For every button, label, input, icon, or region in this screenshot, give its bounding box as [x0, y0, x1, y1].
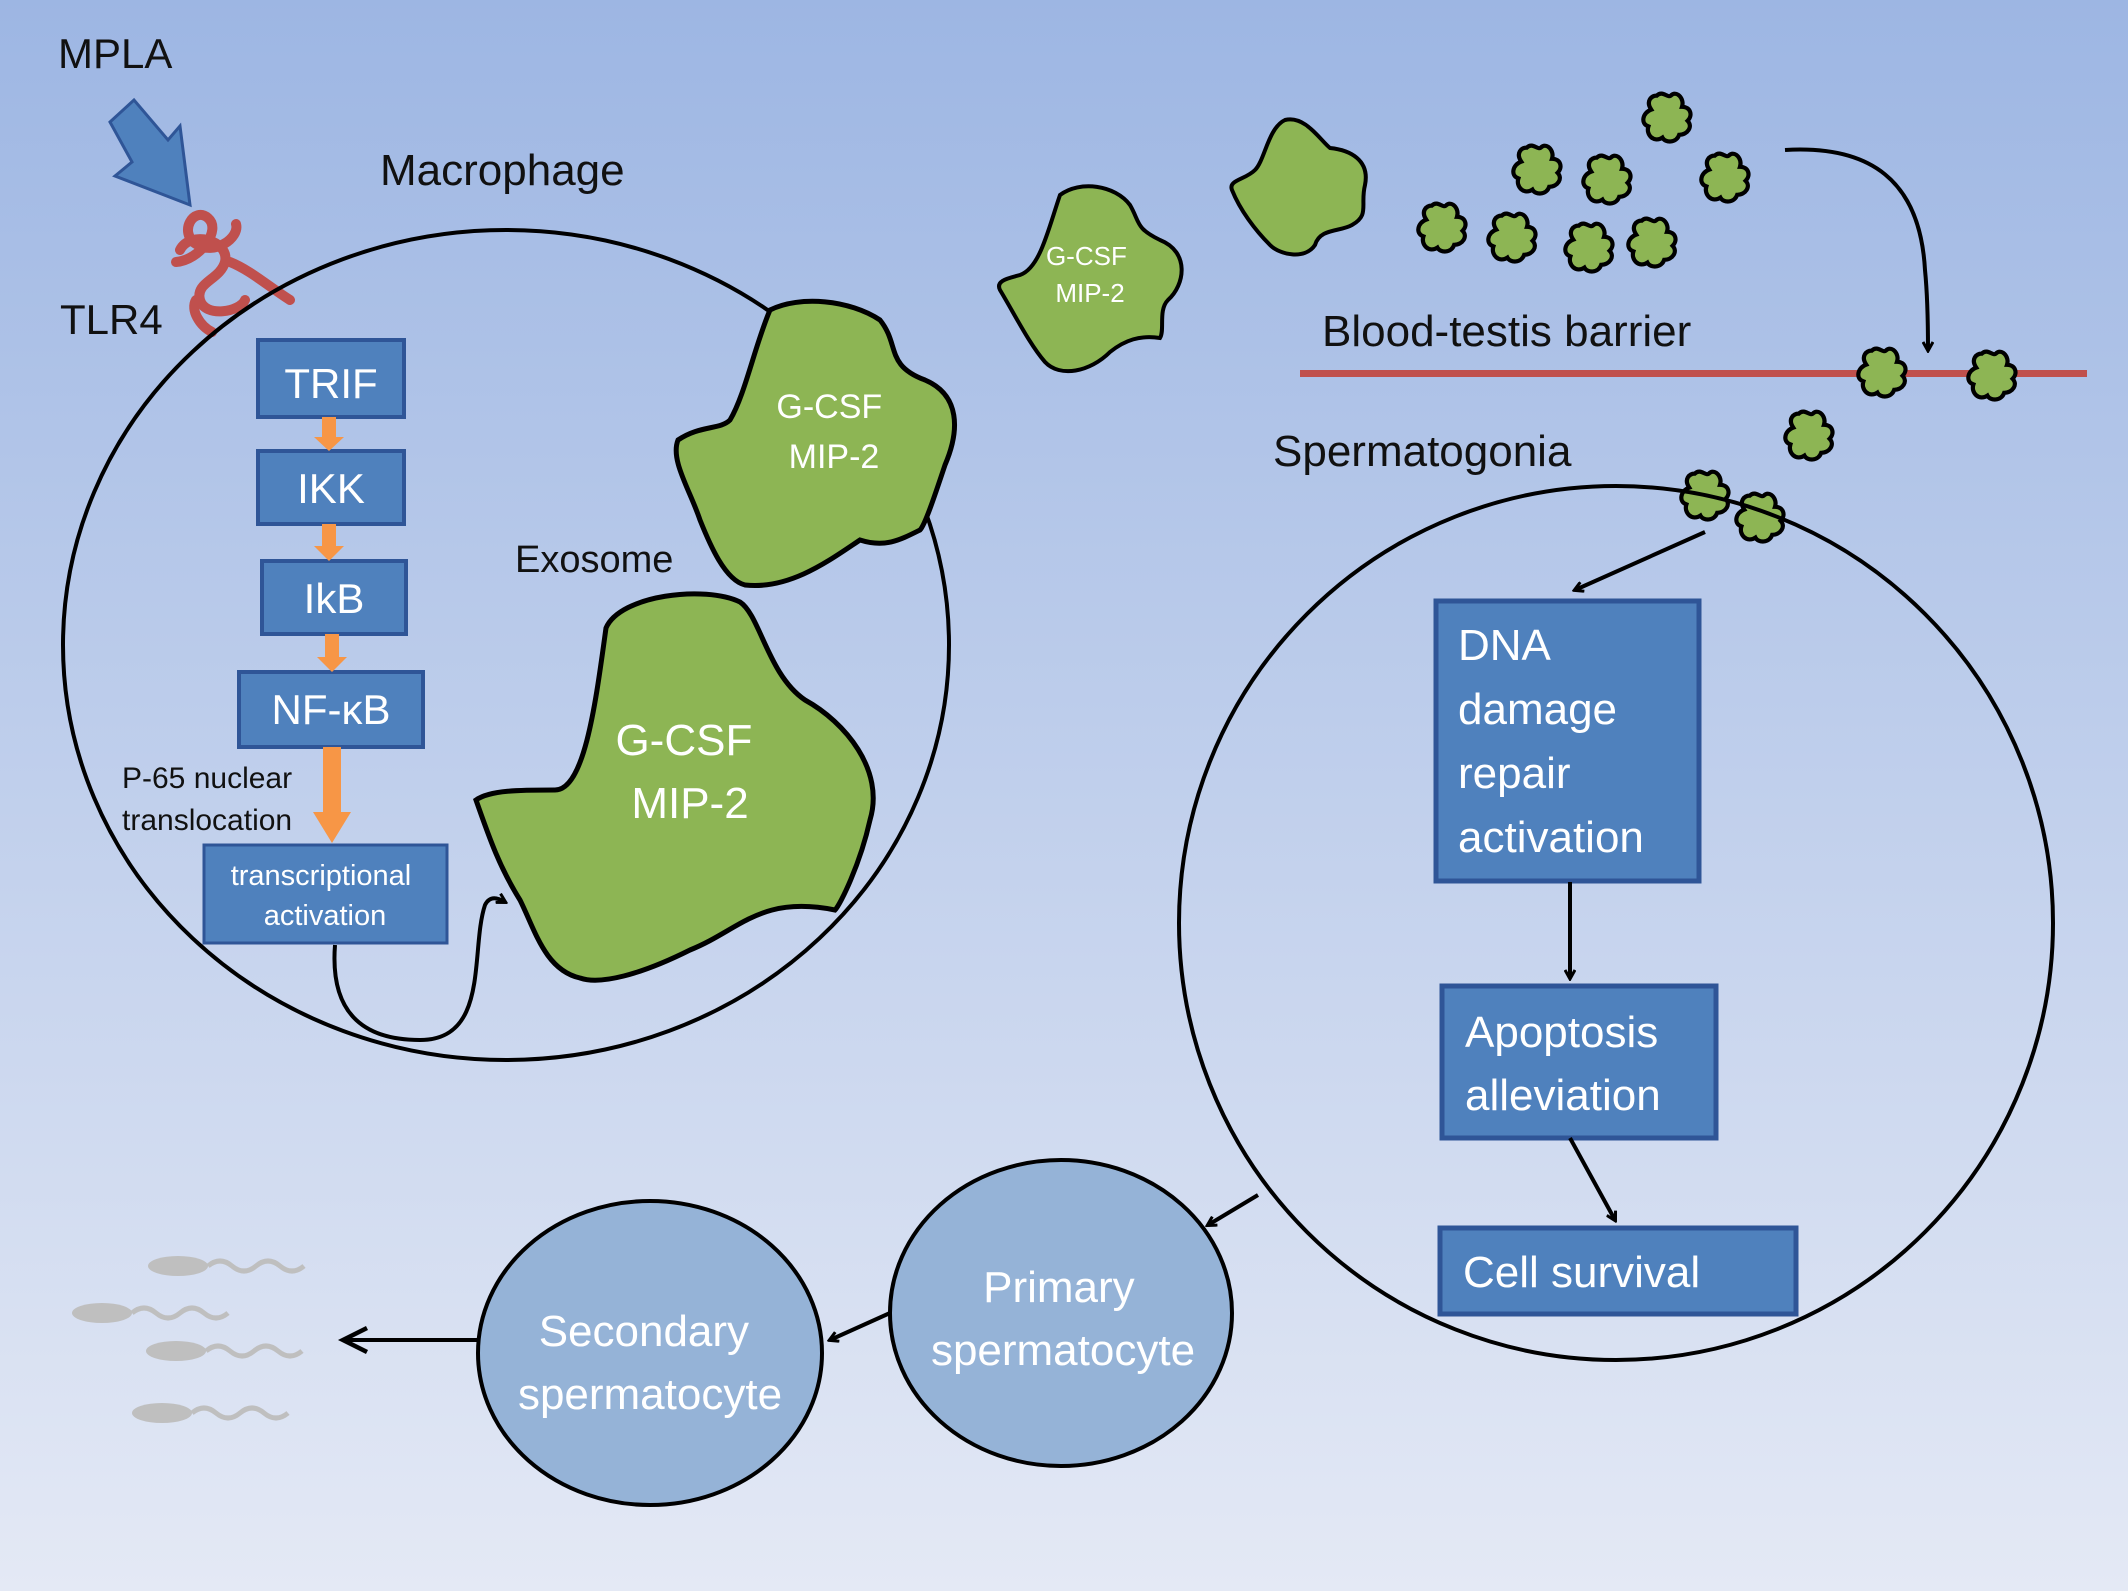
sperm-icon — [148, 1256, 306, 1276]
exosome-small-label: G-CSF MIP-2 — [1046, 241, 1134, 308]
mpla-label: MPLA — [58, 30, 172, 77]
dna-repair-box — [1433, 598, 1702, 884]
exosome-icon — [1858, 349, 1905, 397]
sperm-group — [72, 1256, 306, 1423]
ikk-label: IKK — [297, 465, 365, 512]
secondary-line-1: Secondary — [539, 1307, 749, 1356]
exosome-small-line-1: G-CSF — [1046, 241, 1127, 271]
exosome-medium — [673, 298, 957, 589]
secondary-spermatocyte-label: Secondary spermatocyte — [518, 1307, 782, 1419]
ikb-label: IkB — [304, 575, 365, 622]
exosome-medium-line-2: MIP-2 — [789, 438, 880, 476]
secondary-spermatocyte-cell — [476, 1199, 824, 1507]
cell-survival-box — [1437, 1225, 1799, 1317]
apoptosis-line-2: alleviation — [1465, 1071, 1661, 1120]
exosome-label: Exosome — [515, 539, 673, 581]
tlr4-label: TLR4 — [60, 296, 163, 343]
blood-testis-barrier — [1300, 370, 2087, 377]
p65-line-1: P-65 nuclear — [122, 762, 292, 795]
spermatogonia-label: Spermatogonia — [1273, 427, 1572, 476]
exosome-icon — [1785, 412, 1832, 460]
secretion-arrow — [332, 898, 505, 1043]
transcription-box — [202, 843, 449, 945]
exosome-large-line-2: MIP-2 — [631, 779, 748, 828]
exosome-icon — [1968, 352, 2015, 400]
mpla-arrow-icon — [108, 97, 192, 208]
entry-arrow — [1575, 530, 1706, 590]
pathway-arrows — [313, 417, 351, 843]
cell-survival-label: Cell survival — [1463, 1248, 1700, 1297]
trif-box — [256, 338, 406, 419]
dna-repair-line-1: DNA — [1458, 621, 1552, 670]
secondary-line-2: spermatocyte — [518, 1370, 782, 1419]
dna-repair-line-3: repair — [1458, 749, 1571, 798]
primary-line-2: spermatocyte — [931, 1326, 1195, 1375]
exosome-large-label: G-CSF MIP-2 — [615, 716, 764, 828]
dna-repair-line-4: activation — [1458, 813, 1644, 862]
sperm-icon — [72, 1303, 230, 1323]
primary-spermatocyte-label: Primary spermatocyte — [931, 1263, 1195, 1375]
exosome-small — [997, 184, 1184, 373]
ikk-box — [256, 449, 406, 526]
macrophage-label: Macrophage — [380, 146, 625, 195]
to-primary-arrow — [1208, 1193, 1260, 1225]
exosome-icon — [1418, 204, 1465, 252]
exosome-plain — [1229, 117, 1368, 257]
exosome-icon — [1583, 156, 1630, 204]
exosome-large-line-1: G-CSF — [615, 716, 752, 765]
primary-spermatocyte-cell — [888, 1158, 1234, 1468]
cluster-to-barrier-arrow — [1784, 147, 1928, 350]
ikb-box — [260, 559, 408, 636]
sperm-icon — [132, 1403, 290, 1423]
macrophage-cell — [61, 228, 951, 1062]
transcription-line-2: activation — [264, 900, 387, 932]
exosome-medium-label: G-CSF MIP-2 — [776, 388, 891, 476]
tlr4-receptor-icon — [171, 210, 295, 337]
p65-label: P-65 nuclear translocation — [122, 762, 300, 837]
nfkb-box — [237, 670, 425, 749]
apoptosis-line-1: Apoptosis — [1465, 1008, 1658, 1057]
spermatogonia-cell — [1177, 484, 2055, 1362]
dna-repair-label: DNA damage repair activation — [1458, 621, 1644, 862]
apoptosis-box — [1439, 983, 1719, 1141]
primary-line-1: Primary — [983, 1263, 1135, 1312]
sperm-icon — [146, 1341, 304, 1361]
exosome-large — [473, 591, 876, 983]
blood-testis-barrier-label: Blood-testis barrier — [1322, 307, 1691, 356]
exosome-icon — [1513, 146, 1560, 194]
apoptosis-to-survival-arrow — [1568, 1137, 1615, 1220]
exosome-icon — [1565, 224, 1612, 272]
exosome-icon — [1628, 219, 1675, 267]
dna-repair-line-2: damage — [1458, 685, 1617, 734]
p65-line-2: translocation — [122, 804, 292, 837]
exosome-medium-line-1: G-CSF — [776, 388, 882, 426]
exosome-small-line-2: MIP-2 — [1055, 278, 1124, 308]
nfkb-label: NF-κB — [272, 686, 391, 733]
trif-label: TRIF — [284, 360, 377, 407]
transcription-label: transcriptional activation — [231, 860, 420, 932]
exosome-icon — [1488, 214, 1535, 262]
exosome-icon — [1701, 154, 1748, 202]
to-secondary-arrow — [830, 1311, 891, 1340]
apoptosis-label: Apoptosis alleviation — [1465, 1008, 1670, 1120]
transcription-line-1: transcriptional — [231, 860, 412, 892]
exosome-icon — [1643, 94, 1690, 142]
